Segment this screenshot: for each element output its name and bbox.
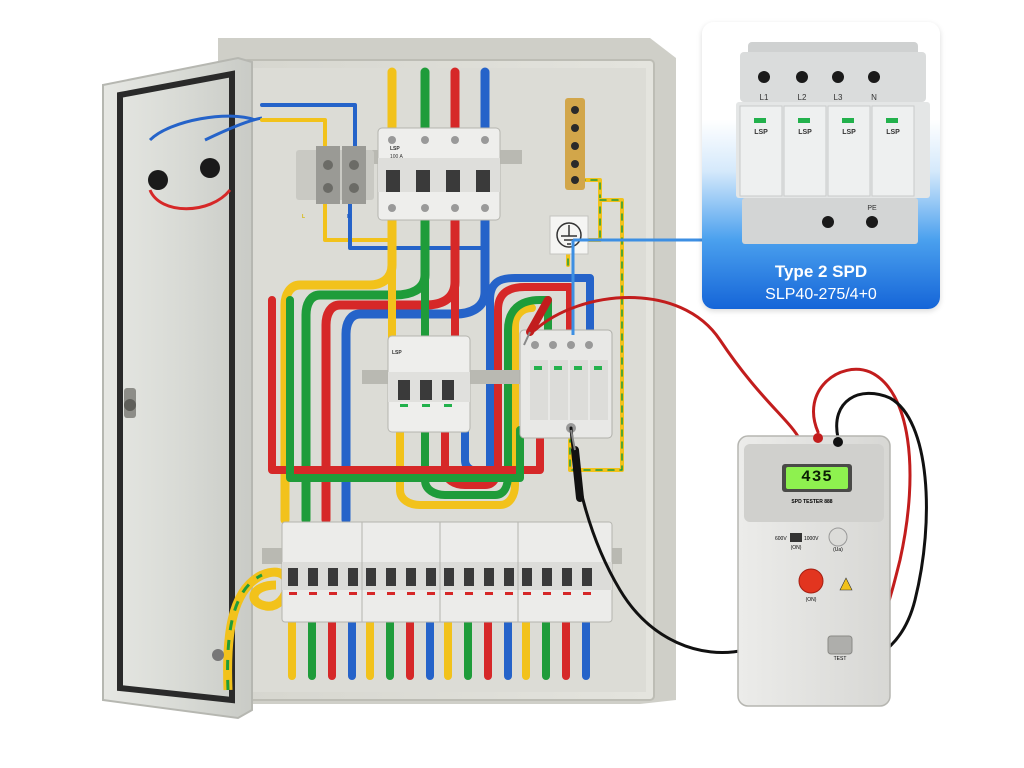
terminal-label-l3: L3 — [834, 93, 843, 102]
terminal-blocks — [296, 146, 374, 204]
door-cable-glands — [148, 114, 263, 211]
spd-tester[interactable] — [737, 433, 891, 707]
terminal-label-n: N — [871, 93, 877, 102]
range-switch-label: (ON) — [791, 545, 802, 551]
test-button[interactable] — [827, 635, 853, 655]
cartridge-brand-4: LSP — [886, 129, 900, 136]
earth-bar — [565, 98, 585, 190]
lcd-display — [786, 467, 848, 489]
range-high-label: 1000V — [804, 536, 819, 542]
test-button-label: TEST — [834, 656, 847, 662]
live-label: L — [302, 214, 305, 220]
knob-label: (Ua) — [833, 547, 843, 553]
adjust-knob[interactable] — [828, 527, 848, 547]
callout-title: Type 2 SPD — [774, 262, 868, 281]
outgoing-cables — [288, 614, 590, 680]
terminal-label-pe: PE — [867, 205, 877, 212]
rcd-brand: LSP — [392, 350, 402, 356]
spd-closeup-image: L1 L2 L3 N PE LSP LSP LSP LSP — [736, 42, 930, 244]
tester-name: SPD TESTER 888 — [791, 499, 832, 505]
terminal-label-l2: L2 — [798, 93, 807, 102]
main-breaker[interactable] — [377, 127, 501, 221]
cartridge-brand-3: LSP — [842, 129, 856, 136]
callout-model: SLP40-275/4+0 — [765, 286, 877, 303]
warning-icon — [839, 577, 853, 591]
range-low-label: 600V — [775, 536, 787, 542]
lcd-readout: 435 — [801, 468, 833, 486]
rcd-device[interactable] — [387, 335, 471, 433]
terminal-label-l1: L1 — [760, 93, 769, 102]
neutral-label: N — [347, 214, 351, 220]
test-start-button[interactable] — [798, 568, 824, 594]
mcb-row[interactable] — [281, 521, 613, 623]
panel-wiring — [260, 67, 624, 680]
spd-callout: L1 L2 L3 N PE LSP LSP LSP LSP Type 2 SPD… — [702, 22, 940, 309]
earth-symbol-label — [549, 215, 589, 255]
start-button-label: (ON) — [806, 597, 817, 603]
main-breaker-rating: 100 A — [390, 154, 403, 160]
callout-connector — [571, 238, 704, 335]
probe-black — [570, 429, 584, 502]
cartridge-brand-2: LSP — [798, 129, 812, 136]
enclosure-door[interactable] — [102, 56, 263, 720]
door-handle[interactable] — [124, 388, 136, 418]
spd-device[interactable] — [519, 329, 613, 439]
main-breaker-brand: LSP — [390, 146, 400, 152]
cartridge-brand-1: LSP — [754, 129, 768, 136]
range-switch[interactable] — [790, 533, 802, 542]
probe-red — [523, 296, 552, 346]
